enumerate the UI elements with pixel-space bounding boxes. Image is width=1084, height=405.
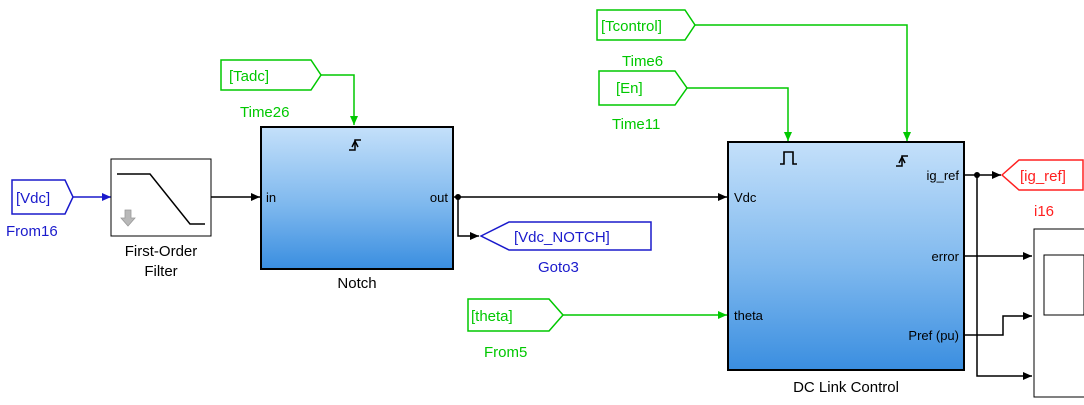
i16-shape[interactable] bbox=[1000, 159, 1084, 191]
tcontrol-tag: [Tcontrol] bbox=[601, 18, 662, 35]
i16-goto-block[interactable]: [ig_ref] i16 bbox=[1000, 159, 1084, 220]
dclink-out-error: error bbox=[932, 249, 960, 264]
theta-shape[interactable] bbox=[467, 298, 564, 332]
goto3-shape[interactable] bbox=[479, 221, 652, 251]
tadc-name: Time26 bbox=[240, 104, 289, 121]
dc-link-control-subsystem[interactable]: Vdc theta ig_ref error Pref (pu) DC Link… bbox=[727, 141, 965, 396]
tadc-tag: [Tadc] bbox=[229, 68, 269, 85]
filter-name-line2: Filter bbox=[144, 263, 177, 280]
wire-igref-to-scope bbox=[976, 175, 1032, 380]
i16-name: i16 bbox=[1034, 203, 1054, 220]
notch-body[interactable] bbox=[260, 126, 454, 270]
tcontrol-shape[interactable] bbox=[596, 9, 696, 41]
notch-subsystem[interactable]: in out Notch bbox=[260, 126, 454, 292]
dclink-in-theta: theta bbox=[734, 308, 764, 323]
goto3-name: Goto3 bbox=[538, 259, 579, 276]
from16-shape[interactable] bbox=[11, 179, 74, 215]
dclink-in-vdc: Vdc bbox=[734, 190, 757, 205]
en-name: Time11 bbox=[612, 116, 660, 133]
dclink-name: DC Link Control bbox=[793, 379, 899, 396]
rising-edge-trigger-icon bbox=[349, 139, 361, 151]
i16-tag: [ig_ref] bbox=[1020, 168, 1066, 185]
theta-tag: [theta] bbox=[471, 308, 513, 325]
lowpass-icon bbox=[117, 173, 205, 227]
dclink-out-igref: ig_ref bbox=[926, 168, 959, 183]
from16-tag: [Vdc] bbox=[16, 190, 50, 207]
en-tag: [En] bbox=[616, 80, 643, 97]
from16-name: From16 bbox=[6, 223, 58, 240]
en-from-block[interactable]: [En] Time11 bbox=[598, 70, 688, 133]
en-shape[interactable] bbox=[598, 70, 688, 106]
tcontrol-from-block[interactable]: [Tcontrol] Time6 bbox=[596, 9, 696, 70]
wire-tadc-to-notch-trigger bbox=[321, 74, 358, 125]
wire-tcontrol-to-dclink-trigger bbox=[695, 24, 911, 141]
notch-name: Notch bbox=[337, 275, 376, 292]
theta-from-block[interactable]: [theta] From5 bbox=[467, 298, 564, 361]
goto3-tag: [Vdc_NOTCH] bbox=[514, 229, 610, 246]
tadc-shape[interactable] bbox=[220, 59, 322, 91]
notch-in-port: in bbox=[266, 190, 276, 205]
wire-notch-to-goto3 bbox=[457, 197, 479, 240]
wire-en-to-dclink-enable bbox=[687, 87, 792, 141]
wire-pref-to-scope bbox=[964, 312, 1032, 336]
from16-block[interactable]: [Vdc] From16 bbox=[6, 179, 74, 240]
filter-name-line1: First-Order bbox=[125, 243, 198, 260]
theta-name: From5 bbox=[484, 344, 527, 361]
scope-block[interactable] bbox=[1033, 228, 1084, 398]
tadc-from-block[interactable]: [Tadc] Time26 bbox=[220, 59, 322, 121]
dclink-out-pref: Pref (pu) bbox=[908, 328, 959, 343]
scope-icon bbox=[1043, 254, 1084, 316]
dclink-body[interactable] bbox=[727, 141, 965, 371]
tcontrol-name: Time6 bbox=[622, 53, 663, 70]
enable-pulse-icon bbox=[780, 151, 797, 165]
goto3-block[interactable]: [Vdc_NOTCH] Goto3 bbox=[479, 221, 652, 276]
first-order-filter-block[interactable]: First-Order Filter bbox=[110, 158, 212, 280]
notch-out-port: out bbox=[430, 190, 448, 205]
rising-edge-trigger-icon bbox=[896, 155, 908, 167]
